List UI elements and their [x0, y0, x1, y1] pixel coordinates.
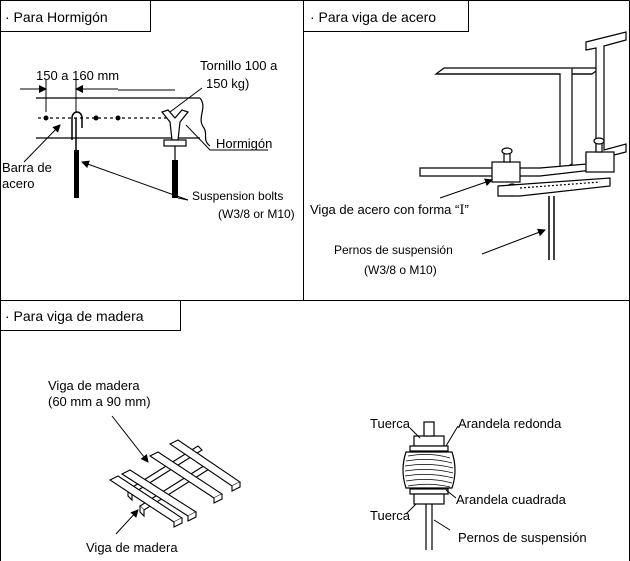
wood-leaders: [111, 415, 149, 535]
rod-top-cap: [423, 421, 435, 437]
steel-title: · Para viga de acero: [310, 9, 436, 25]
nut-top-label: Tuerca: [370, 416, 411, 431]
hanger-plate: [497, 177, 611, 197]
wood-beam-top-line2: (60 mm a 90 mm): [48, 394, 151, 409]
wood-title-box: [0, 300, 181, 331]
dimension-label: 150 a 160 mm: [36, 68, 119, 83]
anchor-insert: [160, 109, 190, 160]
square-washer-label: Arandela cuadrada: [456, 492, 567, 507]
concrete-label: Hormigón: [216, 136, 272, 151]
i-beam: [419, 31, 627, 177]
steel-bolts-label-line2: (W3/8 o M10): [364, 263, 437, 277]
rebar-label-line2: acero: [2, 176, 35, 191]
steel-bolts-label-line1: Pernos de suspensión: [334, 243, 453, 257]
concrete-leaders: [23, 87, 268, 201]
steel-leaders: [439, 178, 546, 255]
wood-beam-bottom-label: Viga de madera: [86, 540, 178, 555]
steel-suspension-rod: [548, 196, 555, 260]
wood-beam-top-line1: Viga de madera: [48, 378, 140, 393]
suspension-bolt-left: [74, 150, 79, 198]
concrete-slab: [36, 97, 211, 147]
nut-bottom-label: Tuerca: [370, 508, 411, 523]
wood-panel: · Para viga de madera Viga de madera (60…: [0, 300, 587, 555]
concrete-title: · Para Hormigón: [5, 9, 108, 25]
concrete-panel: · Para Hormigón 150 a 160 mm: [0, 0, 295, 221]
steel-title-box: [303, 0, 469, 32]
concrete-title-box: [0, 0, 151, 32]
screw-label-line2: 150 kg): [206, 76, 249, 91]
rebar-label-line1: Barra de: [2, 160, 52, 175]
ibeam-label: Viga de acero con forma “I”: [310, 202, 469, 218]
screw-label-line1: Tornillo 100 a: [200, 58, 278, 73]
rebar-dots: [43, 115, 121, 121]
steel-panel: · Para viga de acero: [303, 0, 627, 277]
beam-clamp-right: [585, 137, 615, 173]
wood-lattice: [108, 439, 242, 528]
wood-title: · Para viga de madera: [5, 308, 144, 324]
wood-bolts-label: Pernos de suspensión: [458, 530, 587, 545]
concrete-bolts-label-line2: (W3/8 or M10): [218, 207, 295, 221]
dimension-line: [20, 80, 118, 112]
wood-grain: [404, 454, 454, 488]
suspension-bolt-right: [172, 160, 178, 198]
round-washer-label: Arandela redonda: [458, 416, 562, 431]
concrete-bolts-label-line1: Suspension bolts: [192, 189, 283, 203]
bolt-leaders: [405, 425, 459, 531]
